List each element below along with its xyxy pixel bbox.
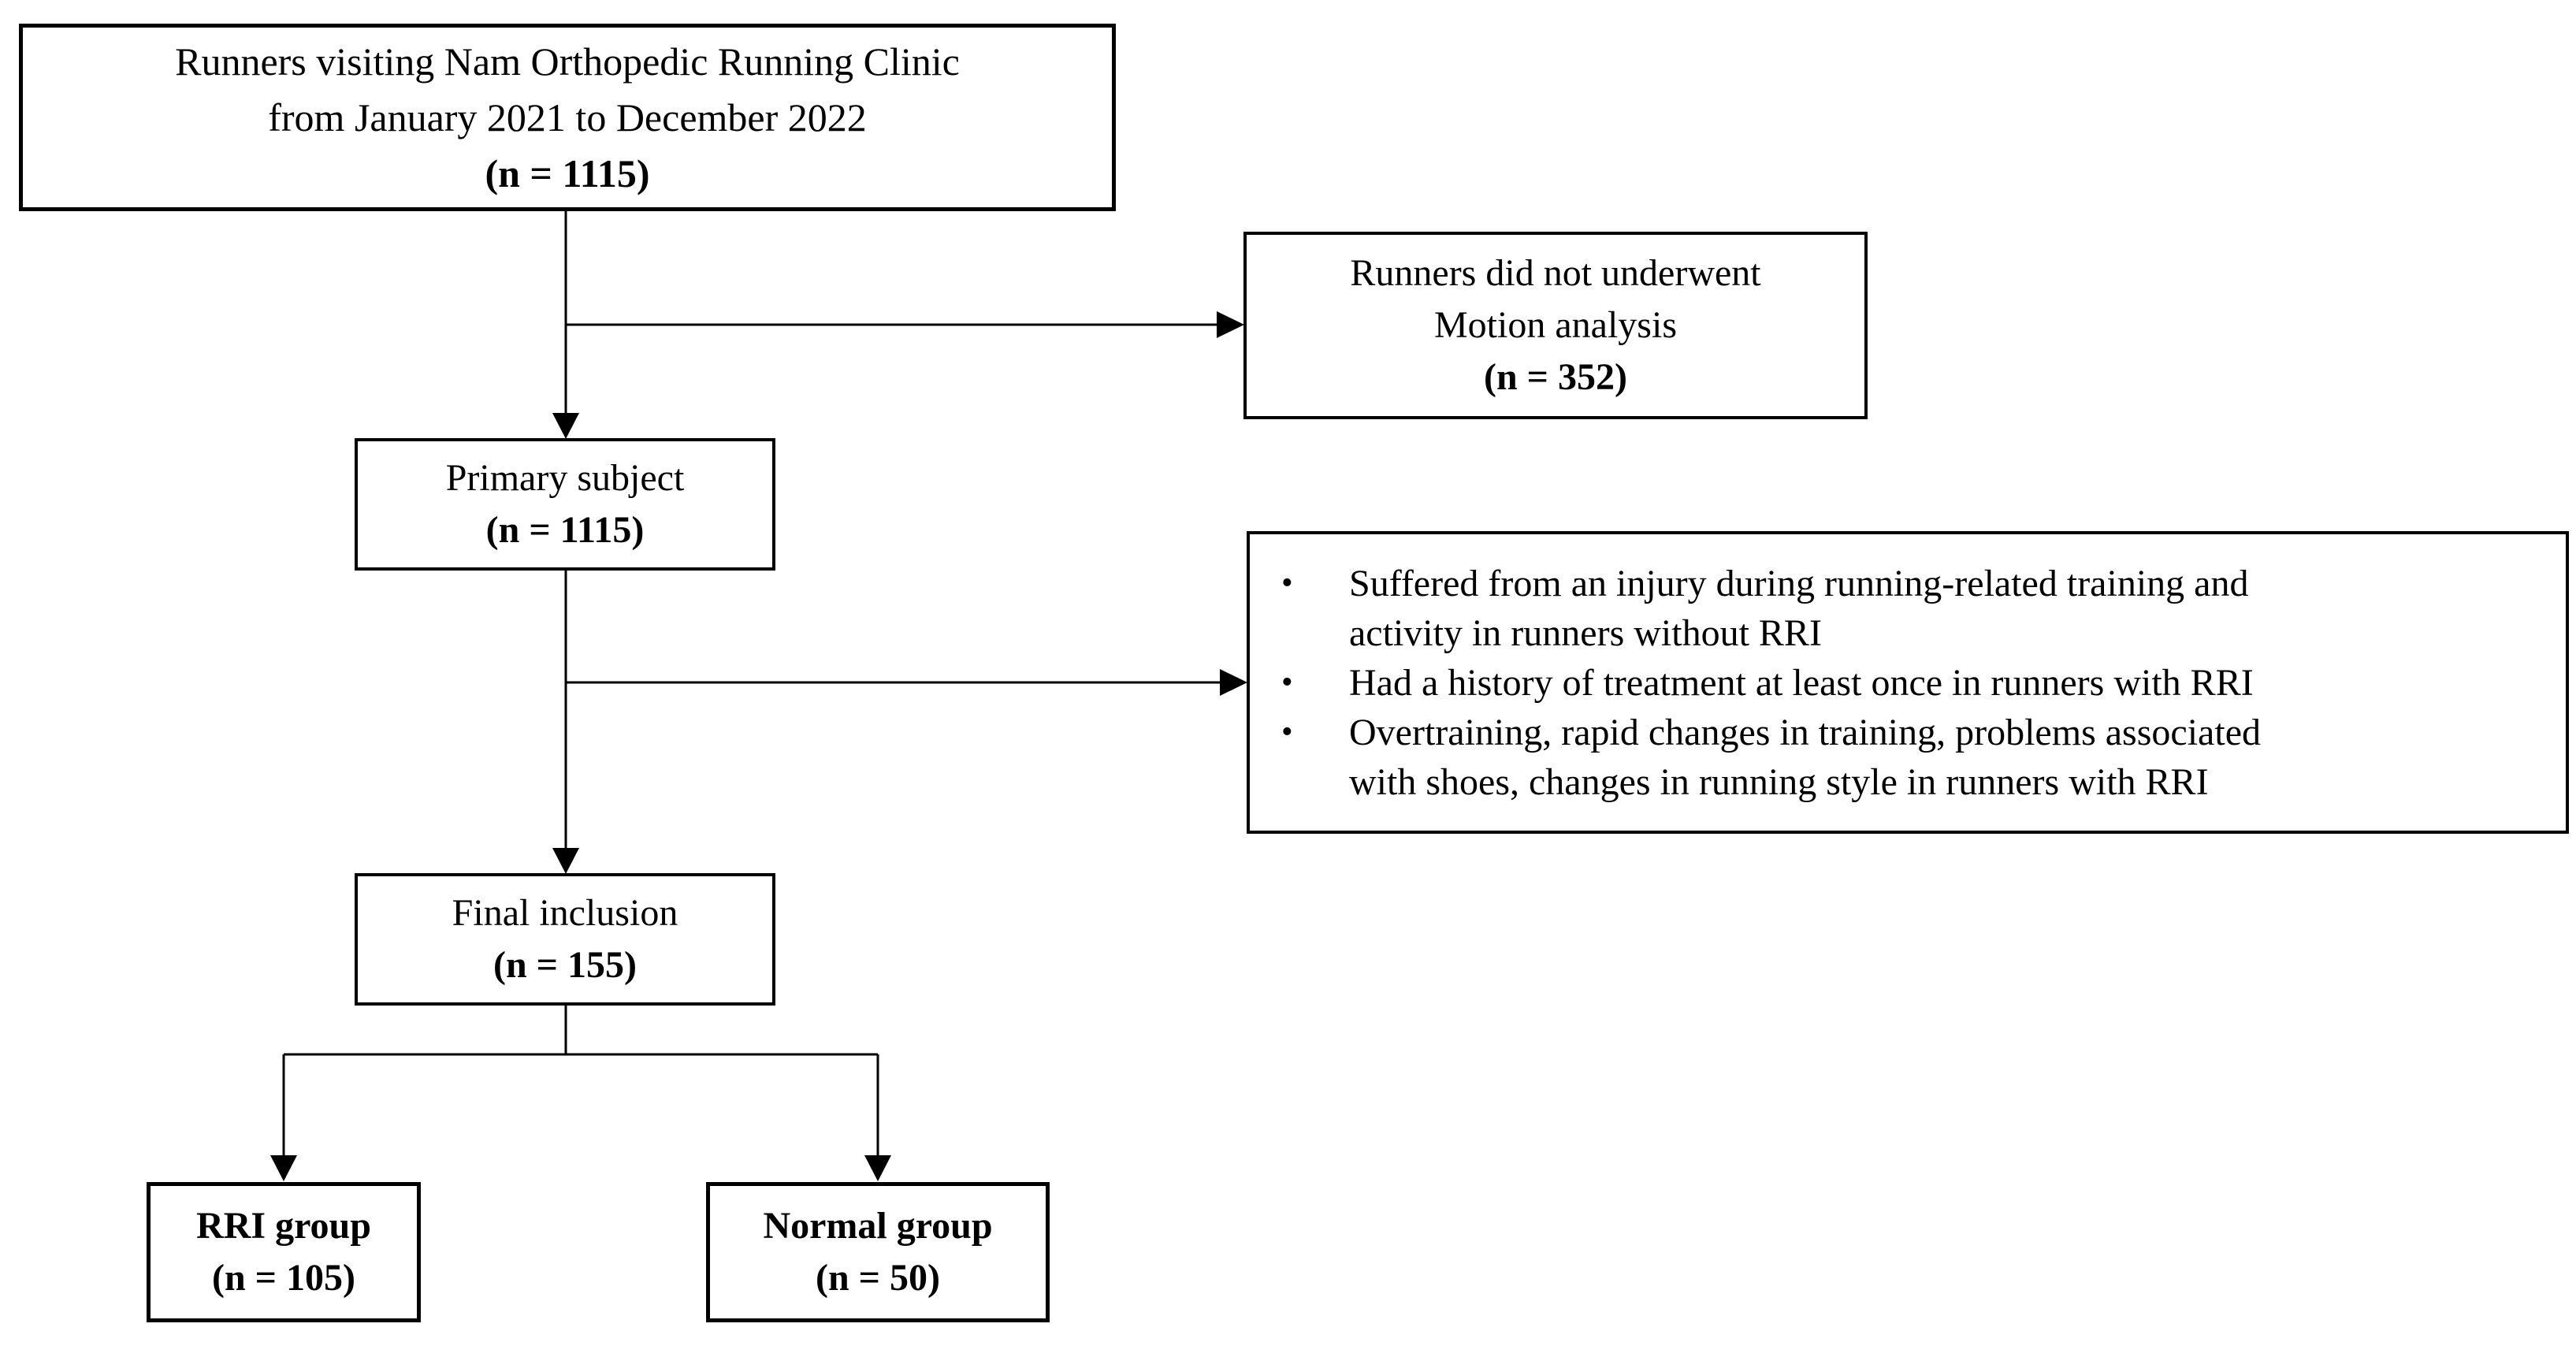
box-primary-subject-count: (n = 1115) bbox=[485, 509, 645, 551]
box-clinic-visitors-count: (n = 1115) bbox=[485, 151, 650, 195]
arrowhead-down-icon bbox=[270, 1155, 297, 1181]
box-clinic-visitors: Runners visiting Nam Orthopedic Running … bbox=[19, 24, 1116, 211]
bullet-icon: • bbox=[1281, 564, 1293, 601]
exclusion-bullet-3-line2: with shoes, changes in running style in … bbox=[1349, 760, 2209, 803]
box-primary-subject: Primary subject (n = 1115) bbox=[355, 438, 775, 571]
box-no-motion-analysis-line1: Runners did not underwent bbox=[1350, 252, 1761, 294]
arrowhead-right-icon bbox=[1220, 669, 1247, 696]
box-final-inclusion-title: Final inclusion bbox=[452, 892, 678, 934]
box-normal-group-count: (n = 50) bbox=[815, 1257, 940, 1299]
box-rri-group: RRI group (n = 105) bbox=[147, 1182, 421, 1322]
arrowhead-down-icon bbox=[552, 413, 579, 439]
box-exclusion-criteria: • Suffered from an injury during running… bbox=[1247, 531, 2569, 834]
arrowhead-right-icon bbox=[1217, 311, 1244, 338]
box-no-motion-analysis: Runners did not underwent Motion analysi… bbox=[1243, 232, 1868, 419]
box-normal-group-title: Normal group bbox=[763, 1205, 993, 1247]
exclusion-bullet-text: Overtraining, rapid changes in training,… bbox=[1349, 708, 2261, 807]
exclusion-bullet-text: Suffered from an injury during running-r… bbox=[1349, 559, 2248, 658]
arrowhead-down-icon bbox=[864, 1155, 891, 1181]
box-clinic-visitors-line2: from January 2021 to December 2022 bbox=[268, 95, 867, 139]
exclusion-bullet-1-line1: Suffered from an injury during running-r… bbox=[1349, 562, 2249, 604]
box-clinic-visitors-line1: Runners visiting Nam Orthopedic Running … bbox=[175, 39, 960, 84]
bullet-icon: • bbox=[1281, 664, 1293, 701]
box-rri-group-title: RRI group bbox=[196, 1205, 371, 1247]
arrowhead-down-icon bbox=[552, 848, 579, 874]
box-final-inclusion: Final inclusion (n = 155) bbox=[355, 873, 775, 1006]
box-normal-group: Normal group (n = 50) bbox=[706, 1182, 1050, 1322]
box-no-motion-analysis-count: (n = 352) bbox=[1483, 356, 1627, 398]
exclusion-bullet-item: • Had a history of treatment at least on… bbox=[1281, 658, 2547, 708]
exclusion-bullet-item: • Suffered from an injury during running… bbox=[1281, 559, 2547, 658]
box-rri-group-count: (n = 105) bbox=[211, 1257, 355, 1299]
box-primary-subject-title: Primary subject bbox=[445, 457, 685, 499]
exclusion-bullet-2-line1: Had a history of treatment at least once… bbox=[1349, 661, 2254, 704]
exclusion-bullet-3-line1: Overtraining, rapid changes in training,… bbox=[1349, 711, 2261, 753]
box-no-motion-analysis-line2: Motion analysis bbox=[1434, 304, 1677, 346]
box-final-inclusion-count: (n = 155) bbox=[493, 944, 637, 986]
exclusion-bullet-item: • Overtraining, rapid changes in trainin… bbox=[1281, 708, 2547, 807]
bullet-icon: • bbox=[1281, 713, 1293, 750]
exclusion-bullet-1-line2: activity in runners without RRI bbox=[1349, 612, 1822, 654]
exclusion-bullet-text: Had a history of treatment at least once… bbox=[1349, 658, 2254, 708]
